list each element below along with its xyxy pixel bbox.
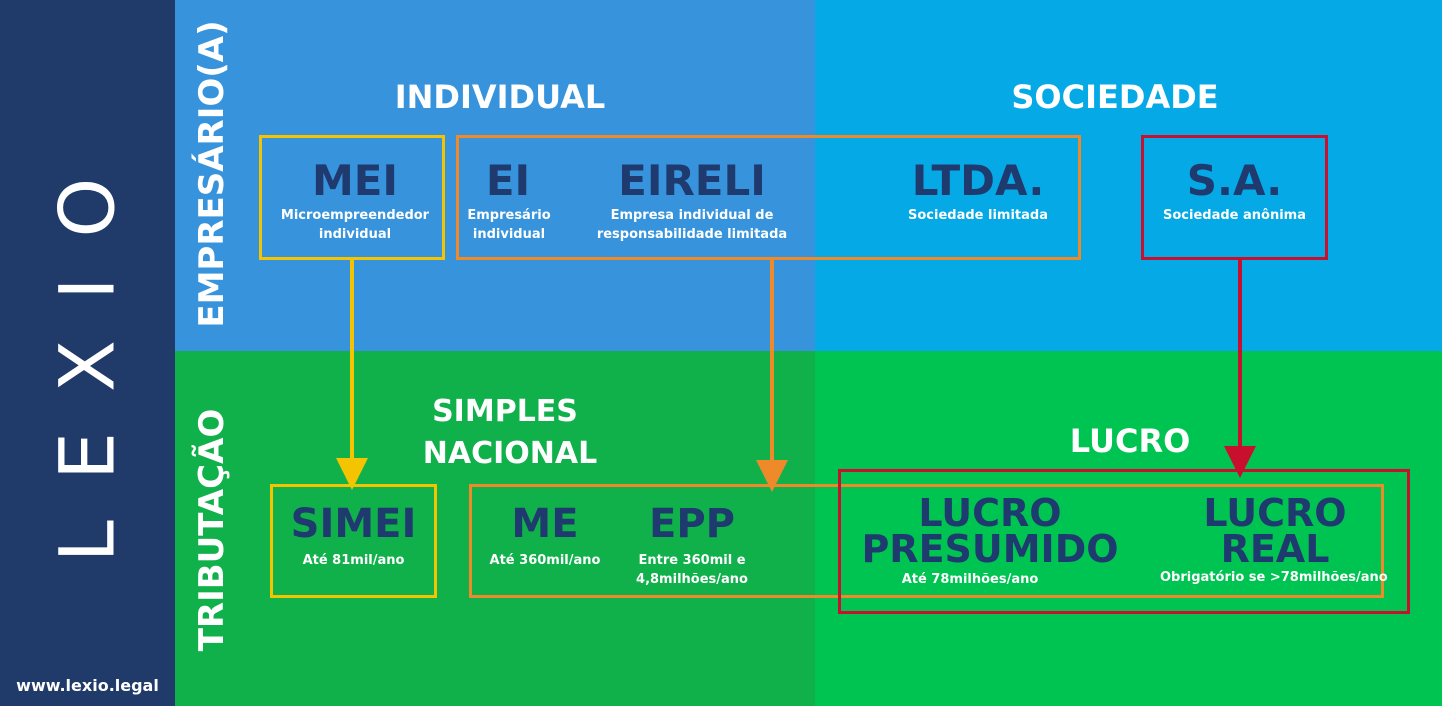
entity-ei-title: EI xyxy=(485,156,531,205)
entity-ltda-title: LTDA. xyxy=(911,156,1045,205)
entity-ei-desc2: individual xyxy=(472,227,546,242)
quadrant-simples xyxy=(175,351,815,706)
box-simei[interactable] xyxy=(270,484,437,598)
entity-eireli-desc2: responsabilidade limitada xyxy=(596,227,788,242)
entity-mei-desc1: Microempreendedor xyxy=(280,208,430,223)
regime-epp-desc1: Entre 360mil e xyxy=(638,553,746,568)
sidebar: LEXIO www.lexio.legal xyxy=(0,0,175,706)
regime-simei-title: SIMEI xyxy=(290,501,417,547)
regime-presumido-title1: LUCRO xyxy=(918,491,1062,535)
section-lucro: LUCRO xyxy=(1069,422,1191,460)
regime-epp-desc2: 4,8milhões/ano xyxy=(636,572,748,587)
quadrant-individual xyxy=(175,0,815,351)
regime-epp-title: EPP xyxy=(649,501,735,547)
box-lucro[interactable] xyxy=(838,469,1410,614)
quadrant-lucro xyxy=(815,351,1442,706)
section-sociedade: SOCIEDADE xyxy=(1011,78,1219,116)
website-url[interactable]: www.lexio.legal xyxy=(16,676,159,695)
regime-presumido-desc1: Até 78milhões/ano xyxy=(901,572,1039,587)
entity-sa-desc1: Sociedade anônima xyxy=(1163,208,1306,223)
box-me-epp[interactable] xyxy=(469,484,1384,598)
section-individual: INDIVIDUAL xyxy=(394,78,606,116)
entity-eireli-desc1: Empresa individual de xyxy=(610,208,774,223)
regime-real-title2: REAL xyxy=(1220,527,1330,571)
entity-ei-desc1: Empresário xyxy=(467,208,551,223)
regime-me-title: ME xyxy=(511,501,579,547)
box-mei[interactable] xyxy=(259,135,445,260)
section-simples-line1: SIMPLES xyxy=(432,394,578,429)
regime-real-title1: LUCRO xyxy=(1203,491,1347,535)
quadrant-sociedade xyxy=(815,0,1442,351)
entity-sa-title: S.A. xyxy=(1186,156,1283,205)
regime-simei-desc1: Até 81mil/ano xyxy=(302,553,405,568)
box-sa[interactable] xyxy=(1141,135,1328,260)
box-ei-eireli-ltda[interactable] xyxy=(456,135,1081,260)
section-simples-line2: NACIONAL xyxy=(422,436,598,471)
regime-real-desc1: Obrigatório se >78milhões/ano xyxy=(1160,570,1388,585)
entity-eireli-title: EIRELI xyxy=(618,156,766,205)
regime-presumido-title2: PRESUMIDO xyxy=(861,527,1119,571)
entity-mei-title: MEI xyxy=(311,156,399,205)
entity-mei-desc2: individual xyxy=(318,227,392,242)
regime-me-desc1: Até 360mil/ano xyxy=(489,553,601,568)
entity-ltda-desc1: Sociedade limitada xyxy=(908,208,1048,223)
